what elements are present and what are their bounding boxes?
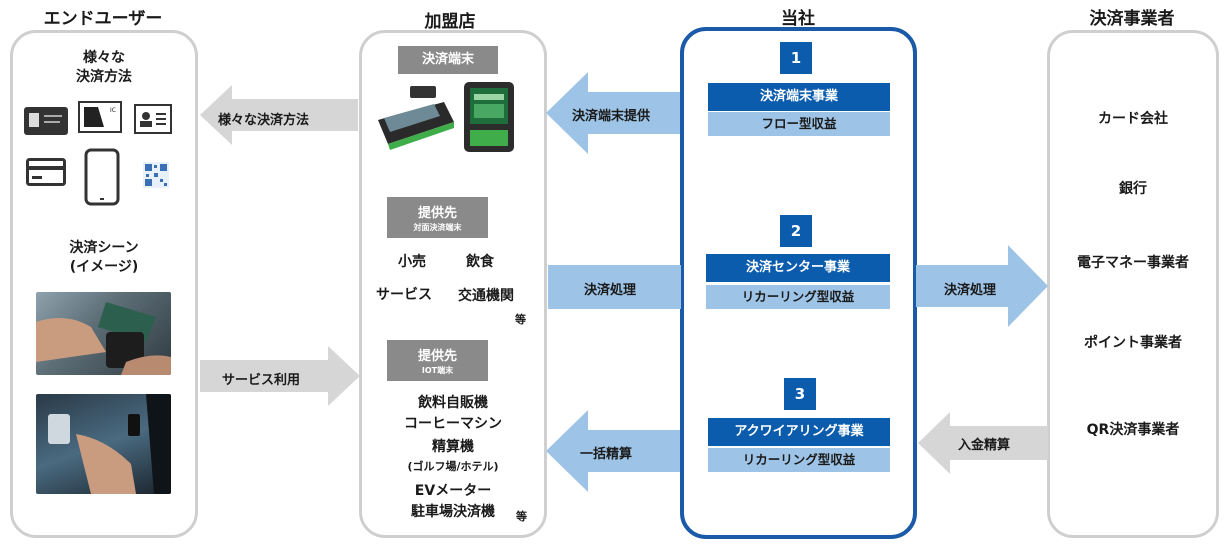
iot-line1: 飲料自販機 <box>418 395 488 411</box>
arrow-processing-right-label: 決済処理 <box>944 283 997 298</box>
arrow-various-methods-label: 様々な決済方法 <box>218 113 310 128</box>
merchant-panel <box>359 30 547 538</box>
arrow-service-use <box>200 346 360 406</box>
payment-terminal-image-1 <box>374 82 458 152</box>
provide1-label: 提供先 <box>417 206 457 221</box>
ic-card-icon: IC <box>78 101 122 133</box>
heading-company: 当社 <box>781 9 815 29</box>
arrow-deposit-settlement <box>918 412 1048 474</box>
provider-card-company: カード会社 <box>1098 111 1168 127</box>
scene-title-line1: 決済シーン <box>69 240 139 256</box>
arrow-deposit-settlement-label: 入金精算 <box>958 438 1011 453</box>
arrow-bulk-settlement <box>546 410 680 492</box>
provider-bank: 銀行 <box>1119 181 1147 197</box>
business-3-name: アクワイアリング事業 <box>708 418 890 446</box>
arrow-terminal-supply-label: 決済端末提供 <box>572 109 651 124</box>
merchant-service: サービス <box>376 287 432 303</box>
iot-line2: コーヒーマシン <box>404 416 502 432</box>
payment-terminal-image-2 <box>462 80 520 154</box>
provider-panel <box>1047 30 1219 538</box>
business-3-number: 3 <box>784 378 816 410</box>
business-1-name: 決済端末事業 <box>708 83 890 111</box>
id-card-icon <box>134 104 172 134</box>
arrow-bulk-settlement-label: 一括精算 <box>580 447 633 462</box>
iot-line4: (ゴルフ場/ホテル) <box>407 460 499 473</box>
heading-end-user: エンドユーザー <box>43 9 163 29</box>
card-payment-photo <box>36 292 171 375</box>
provider-points: ポイント事業者 <box>1084 335 1182 351</box>
methods-title-line1: 様々な <box>83 50 125 66</box>
provide2-label: 提供先 <box>417 349 457 364</box>
business-1-revenue: フロー型収益 <box>708 112 890 136</box>
smartphone-icon <box>84 148 120 206</box>
business-3-revenue: リカーリング型収益 <box>708 448 890 472</box>
arrow-processing-left <box>548 265 681 309</box>
arrow-processing-left-label: 決済処理 <box>584 283 637 298</box>
iot-line3: 精算機 <box>432 439 474 455</box>
provider-e-money: 電子マネー事業者 <box>1077 255 1189 271</box>
merchant-etc1: 等 <box>515 313 526 326</box>
heading-payment-provider: 決済事業者 <box>1089 9 1175 29</box>
methods-title-line2: 決済方法 <box>76 69 132 85</box>
provide2-box: 提供先 IOT端末 <box>387 340 488 381</box>
arrow-processing-right <box>916 245 1048 327</box>
smartphone-payment-photo <box>36 394 171 494</box>
merchant-food: 飲食 <box>466 254 494 270</box>
iot-line5: EVメーター <box>414 483 492 499</box>
merchant-etc2: 等 <box>516 510 527 523</box>
business-2-revenue: リカーリング型収益 <box>706 285 890 309</box>
arrow-service-use-label: サービス利用 <box>222 373 301 388</box>
qr-code-icon <box>143 162 169 188</box>
heading-merchant: 加盟店 <box>424 12 476 32</box>
arrow-various-methods <box>200 85 358 145</box>
provider-qr: QR決済事業者 <box>1086 422 1180 438</box>
merchant-transport: 交通機関 <box>458 288 514 304</box>
provide2-sub: IOT端末 <box>421 366 454 375</box>
scene-title-line2: (イメージ) <box>69 259 139 275</box>
business-2-number: 2 <box>780 215 812 247</box>
iot-line6: 駐車場決済機 <box>411 504 495 520</box>
card-outline-icon <box>26 158 66 186</box>
svg-text:IC: IC <box>110 107 116 114</box>
business-1-number: 1 <box>780 42 812 74</box>
provide1-box: 提供先 対面決済端末 <box>387 197 488 238</box>
business-2-name: 決済センター事業 <box>706 254 890 282</box>
arrow-terminal-supply <box>546 72 680 154</box>
provide1-sub: 対面決済端末 <box>413 223 462 232</box>
merchant-retail: 小売 <box>398 254 426 270</box>
terminal-label: 決済端末 <box>398 46 498 74</box>
credit-card-icon <box>24 107 68 135</box>
